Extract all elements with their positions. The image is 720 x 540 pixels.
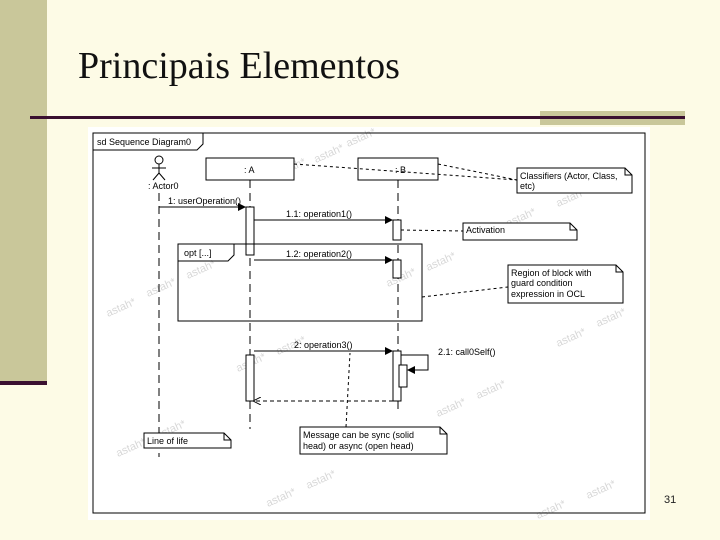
sequence-diagram-svg: astah* astah* astah* astah* astah* astah… bbox=[92, 127, 646, 520]
watermark: astah* bbox=[304, 468, 338, 492]
watermark: astah* bbox=[312, 142, 346, 166]
note-connector bbox=[345, 352, 351, 428]
message-1-label: 1: userOperation() bbox=[168, 196, 241, 206]
watermark: astah* bbox=[424, 250, 458, 274]
watermark: astah* bbox=[144, 276, 178, 300]
note-lifeline-text: Line of life bbox=[147, 436, 188, 446]
note-connector bbox=[400, 229, 464, 232]
watermark: astah* bbox=[104, 296, 138, 320]
note-message-text: Message can be sync (solid bbox=[303, 430, 414, 440]
note-region-text: Region of block with bbox=[511, 268, 592, 278]
sequence-diagram: astah* astah* astah* astah* astah* astah… bbox=[88, 127, 650, 520]
watermark: astah* bbox=[474, 378, 508, 402]
watermark: astah* bbox=[534, 498, 568, 520]
message-21-selfcall bbox=[401, 354, 429, 374]
diagram-frame bbox=[92, 132, 646, 514]
actor-icon bbox=[152, 155, 166, 181]
title-rule-accent-line bbox=[540, 116, 685, 119]
note-lifeline: Line of life bbox=[143, 432, 232, 449]
note-message: Message can be sync (solid head) or asyn… bbox=[299, 426, 448, 455]
slide-number: 31 bbox=[664, 494, 677, 506]
message-11-label: 1.1: operation1() bbox=[286, 209, 352, 219]
watermark: astah* bbox=[264, 486, 298, 510]
opt-fragment bbox=[177, 243, 423, 322]
activation-b-2 bbox=[392, 259, 402, 279]
lifeline-b-label: : B bbox=[395, 165, 406, 175]
activation-a-1 bbox=[245, 206, 255, 256]
title-rule bbox=[30, 116, 540, 119]
frame-label-tab bbox=[93, 132, 204, 151]
note-connector bbox=[437, 163, 518, 181]
lifeline-a-label: : A bbox=[244, 165, 255, 175]
activation-b-self bbox=[398, 364, 408, 388]
note-activation: Activation bbox=[462, 222, 578, 241]
message-2-label: 2: operation3() bbox=[294, 340, 353, 350]
watermark: astah* bbox=[434, 396, 468, 420]
actor-label: : Actor0 bbox=[148, 181, 179, 191]
note-activation-text: Activation bbox=[466, 225, 505, 235]
note-region-text: guard condition bbox=[511, 278, 573, 288]
watermark: astah* bbox=[344, 127, 378, 150]
note-connector bbox=[421, 286, 509, 298]
watermark: astah* bbox=[594, 306, 628, 330]
opt-fragment-label: opt [...] bbox=[184, 248, 212, 258]
opt-fragment-tab bbox=[178, 243, 235, 262]
watermark: astah* bbox=[114, 436, 148, 460]
note-classifiers: Classifiers (Actor, Class, etc) bbox=[516, 167, 633, 194]
watermark: astah* bbox=[554, 326, 588, 350]
left-band-edge bbox=[0, 381, 47, 385]
message-21-label: 2.1: call0Self() bbox=[438, 347, 496, 357]
note-classifiers-text: etc) bbox=[520, 181, 535, 191]
watermark: astah* bbox=[584, 478, 618, 502]
note-classifiers-text: Classifiers (Actor, Class, bbox=[520, 171, 618, 181]
frame-label: sd Sequence Diagram0 bbox=[97, 137, 191, 147]
message-12-label: 1.2: operation2() bbox=[286, 249, 352, 259]
note-message-text: head) or async (open head) bbox=[303, 441, 414, 451]
activation-b-1 bbox=[392, 219, 402, 241]
note-connector bbox=[293, 163, 518, 181]
note-region: Region of block with guard condition exp… bbox=[507, 264, 624, 304]
activation-a-2 bbox=[245, 354, 255, 402]
note-region-text: expression in OCL bbox=[511, 289, 585, 299]
left-decorative-band bbox=[0, 0, 47, 385]
slide-title: Principais Elementos bbox=[78, 45, 400, 87]
